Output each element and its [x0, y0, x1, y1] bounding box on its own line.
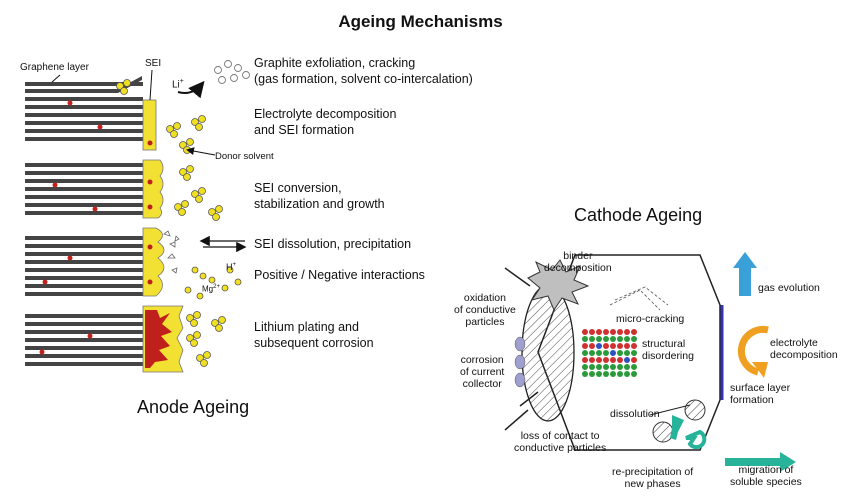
dissolution-label: dissolution [610, 408, 660, 420]
donor-solvent-label: Donor solvent [215, 151, 274, 162]
sei-dissolution [142, 227, 165, 297]
sei-layers [142, 99, 184, 373]
mechanism-3: SEI conversion,stabilization and growth [254, 181, 385, 211]
gas-evolution-arrow [733, 252, 757, 296]
stack-4 [25, 314, 143, 366]
h-ion-label: H+ [226, 262, 237, 272]
lithium-dendrites [145, 310, 172, 368]
micro-crack-lines [609, 286, 669, 311]
cathode-diagram [504, 252, 796, 472]
graphene-pointer [51, 74, 61, 83]
sei-growth [142, 159, 164, 219]
sei-pointer [149, 69, 153, 101]
gas-evolution-label: gas evolution [758, 282, 820, 294]
sei-li-dots [147, 140, 153, 285]
graphene-layer-label: Graphene layer [20, 62, 89, 73]
current-collector [521, 284, 575, 422]
gas-bubbles [214, 60, 250, 84]
stack-2 [25, 163, 143, 215]
reprecip-arrow-2 [685, 429, 707, 450]
dissolving-particle [652, 421, 674, 443]
mechanism-1: Graphite exfoliation, cracking(gas forma… [254, 56, 473, 86]
anode-caption: Anode Ageing [137, 397, 250, 417]
sei-thin [142, 99, 157, 151]
mechanism-4: SEI dissolution, precipitation [254, 237, 412, 251]
corrosion-bumps [514, 336, 526, 388]
lithium-dots [39, 100, 103, 355]
donor-pointer [186, 147, 216, 156]
stack-3 [25, 236, 143, 296]
mechanism-5: Positive / Negative interactions [254, 268, 425, 282]
graphite-stacks [25, 76, 143, 366]
dissolution-bits [163, 230, 180, 274]
cathode-caption: Cathode Ageing [574, 205, 703, 225]
electrolyte-arrow [737, 325, 769, 376]
binder-burst [527, 259, 590, 312]
structural-lattice [582, 329, 637, 377]
li-ion-label: Li+ [172, 78, 184, 91]
li-arrow [177, 80, 205, 99]
sei-label: SEI [145, 58, 162, 69]
mg-ion-label: Mg2+ [202, 284, 220, 294]
stack-1 [25, 76, 143, 141]
solvent-particles [116, 79, 242, 367]
reprecip-arrow-1 [670, 415, 684, 440]
dissolving-particle-2 [684, 399, 706, 421]
page-title: Ageing Mechanisms [338, 12, 503, 31]
micro-cracking-label: micro-cracking [616, 313, 685, 325]
migration-arrow [725, 452, 796, 472]
